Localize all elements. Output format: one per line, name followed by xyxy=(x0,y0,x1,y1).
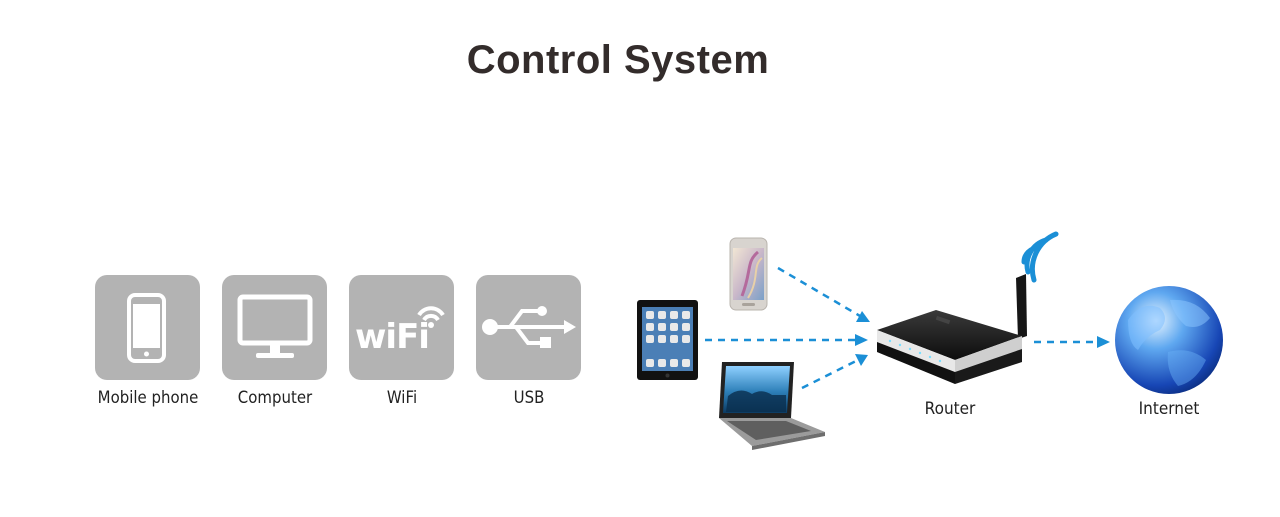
usb-label: USB xyxy=(513,388,545,408)
svg-text:wiFi: wiFi xyxy=(355,317,429,357)
mobile-phone-label: Mobile phone xyxy=(97,388,199,408)
router-icon xyxy=(877,274,1027,384)
usb-icon xyxy=(482,306,576,348)
arrow-laptop-to-router xyxy=(801,358,859,390)
flow-arrows xyxy=(705,266,1098,390)
arrow-heads xyxy=(855,311,1110,366)
tablet-icon xyxy=(637,300,698,380)
wifi-logo-icon: wiFi xyxy=(355,306,445,357)
arrow-phone-to-router xyxy=(777,266,861,318)
usb-tile xyxy=(476,275,581,380)
laptop-icon xyxy=(719,362,825,450)
internet-label: Internet xyxy=(1138,399,1200,419)
router-label: Router xyxy=(924,399,976,419)
wifi-tile: wiFi xyxy=(349,275,454,380)
mobile-phone-icon xyxy=(127,293,166,363)
computer-tile xyxy=(222,275,327,380)
page-title: Control System xyxy=(466,38,770,82)
computer-monitor-icon xyxy=(237,294,313,358)
wifi-signal-icon xyxy=(1021,231,1059,283)
mobile-phone-tile xyxy=(95,275,200,380)
wifi-label: WiFi xyxy=(386,388,418,408)
globe-icon xyxy=(1115,286,1223,394)
computer-label: Computer xyxy=(237,388,313,408)
smartphone-icon xyxy=(729,237,768,311)
